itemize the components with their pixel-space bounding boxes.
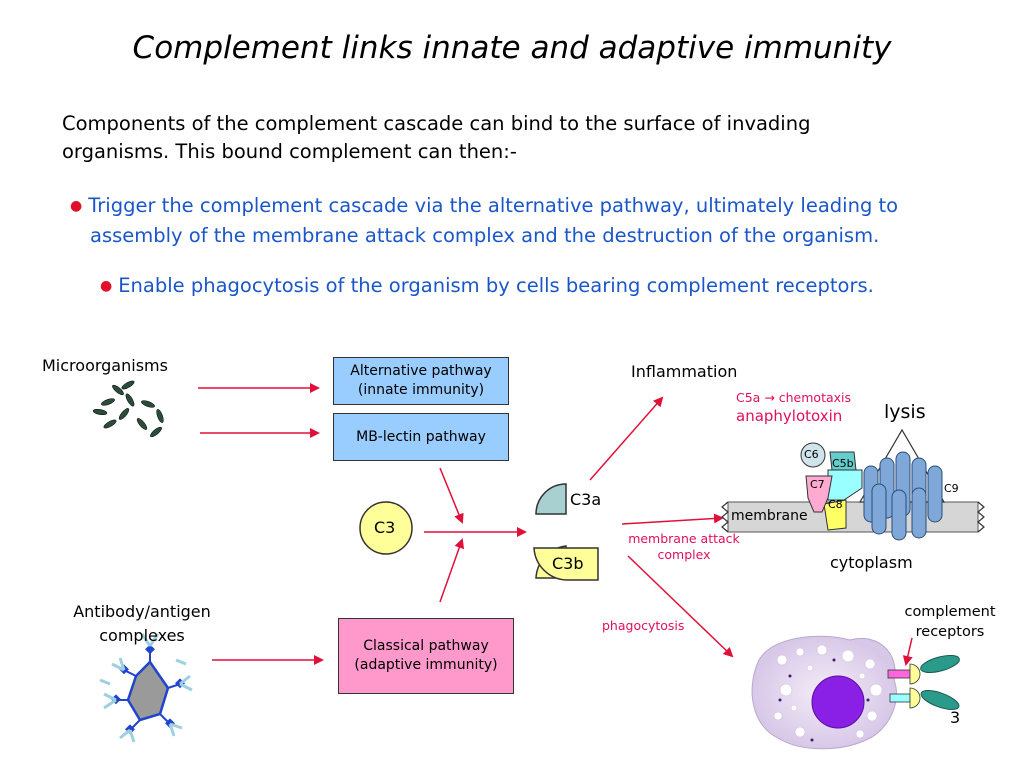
antibody-antigen-label: Antibody/antigen complexes bbox=[60, 600, 224, 648]
membrane-label: membrane bbox=[731, 508, 808, 524]
bullet-2-text: Enable phagocytosis of the organism by c… bbox=[118, 274, 874, 297]
bullet-dot-icon: ● bbox=[70, 198, 83, 214]
alternative-pathway-box: Alternative pathway (innate immunity) bbox=[333, 357, 509, 405]
c9-label: C9 bbox=[944, 482, 959, 495]
classical-pathway-line-2: (adaptive immunity) bbox=[354, 657, 498, 673]
inflammation-label: Inflammation bbox=[631, 362, 738, 381]
antibody-label-line-2: complexes bbox=[99, 626, 185, 645]
phagocyte-cell-icon bbox=[751, 635, 960, 750]
alt-pathway-line-1: Alternative pathway bbox=[350, 363, 492, 379]
mac-label-line-2: complex bbox=[657, 547, 711, 562]
c8-label: C8 bbox=[828, 498, 843, 511]
lysis-label: lysis bbox=[884, 401, 926, 423]
mb-lectin-pathway-box: MB-lectin pathway bbox=[333, 413, 509, 461]
mac-label-line-1: membrane attack bbox=[628, 531, 740, 546]
alt-pathway-line-2: (innate immunity) bbox=[357, 382, 485, 398]
complement-receptors-label: complement receptors bbox=[896, 602, 1004, 642]
bullet-1-line-1: Trigger the complement cascade via the a… bbox=[88, 194, 899, 217]
pathway-arrows bbox=[198, 383, 913, 666]
c6-label: C6 bbox=[804, 448, 819, 461]
classical-pathway-box: Classical pathway (adaptive immunity) bbox=[338, 618, 514, 694]
c3b-label: C3b bbox=[552, 554, 584, 573]
antibody-antigen-complex-icon bbox=[99, 633, 193, 743]
antibody-label-line-1: Antibody/antigen bbox=[73, 602, 211, 621]
microorganisms-label: Microorganisms bbox=[42, 356, 168, 375]
membrane-attack-complex-label: membrane attack complex bbox=[624, 531, 744, 563]
c3a-label: C3a bbox=[570, 490, 602, 509]
bullet-1-line-2: assembly of the membrane attack complex … bbox=[90, 224, 880, 247]
bullet-alternative-pathway: ● Trigger the complement cascade via the … bbox=[70, 192, 970, 250]
receptors-label-line-1: complement bbox=[904, 604, 996, 620]
c7-label: C7 bbox=[810, 478, 825, 491]
bullet-phagocytosis: ● Enable phagocytosis of the organism by … bbox=[100, 272, 980, 302]
membrane-attack-complex-icon bbox=[800, 428, 946, 541]
receptors-label-line-2: receptors bbox=[915, 624, 985, 640]
c3-circle bbox=[359, 501, 413, 555]
page-number: 3 bbox=[950, 708, 961, 727]
intro-text: Components of the complement cascade can… bbox=[62, 112, 811, 163]
chemotaxis-label: C5a → chemotaxis bbox=[736, 390, 852, 405]
phagocytosis-label: phagocytosis bbox=[602, 618, 685, 633]
microorganisms-icon bbox=[92, 380, 164, 438]
c3-label: C3 bbox=[374, 518, 396, 537]
anaphylotoxin-label: anaphylotoxin bbox=[736, 407, 843, 425]
c3a-fragment bbox=[535, 483, 567, 515]
cytoplasm-label: cytoplasm bbox=[830, 553, 913, 572]
slide-title: Complement links innate and adaptive imm… bbox=[132, 30, 892, 66]
bullet-dot-icon: ● bbox=[100, 278, 113, 294]
c5b-label: C5b bbox=[832, 457, 854, 470]
classical-pathway-line-1: Classical pathway bbox=[363, 638, 489, 654]
